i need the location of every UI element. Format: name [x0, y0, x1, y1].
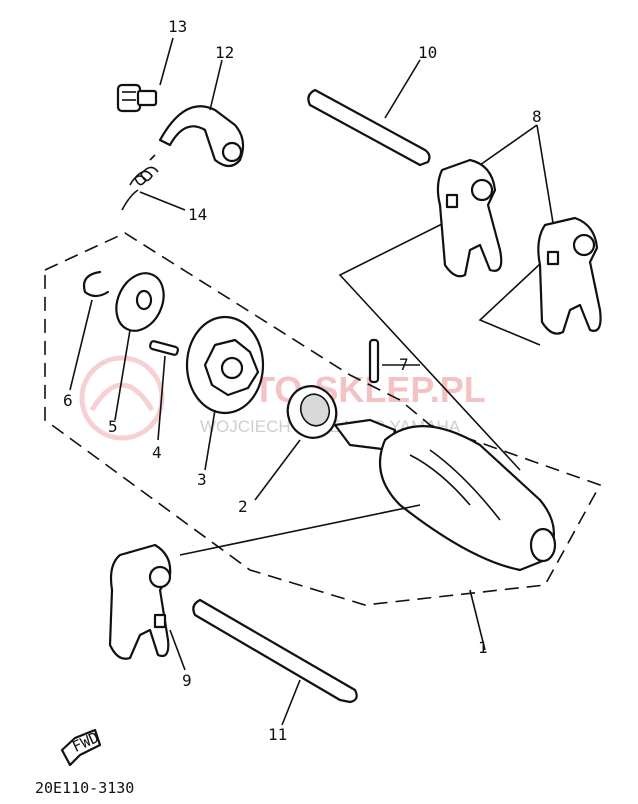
callout-10: 10: [418, 43, 437, 62]
callout-12: 12: [215, 43, 234, 62]
part-13-bolt: [116, 37, 174, 113]
part-7-pin: [368, 338, 420, 384]
callout-13: 13: [168, 17, 187, 36]
callout-14: 14: [188, 205, 207, 224]
callout-4: 4: [152, 443, 162, 462]
callout-9: 9: [182, 671, 192, 690]
fwd-arrow-icon: FWD: [60, 728, 102, 767]
diagram-code: 20E110-3130: [35, 779, 134, 797]
assembly-boundary: [44, 232, 602, 606]
callout-5: 5: [108, 417, 118, 436]
callout-2: 2: [238, 497, 248, 516]
part-3-segment: [185, 315, 265, 471]
part-8-shift-fork-b: [537, 216, 602, 335]
part-10-shaft: [307, 59, 431, 167]
callout-1: 1: [478, 638, 488, 657]
leader-8: [338, 124, 556, 471]
part-11-shaft: [192, 598, 358, 726]
callout-3: 3: [197, 470, 207, 489]
callout-11: 11: [268, 725, 287, 744]
part-1-shift-cam: [333, 418, 557, 651]
part-5-washer: [114, 272, 165, 421]
part-6-circlip: [69, 270, 110, 391]
part-8-shift-fork-a: [436, 158, 503, 278]
leader-cam-to-fork-9: [179, 504, 421, 556]
callout-8: 8: [532, 107, 542, 126]
part-9-shift-fork: [108, 543, 186, 671]
callout-7: 7: [399, 355, 409, 374]
part-4-pin: [149, 340, 179, 441]
part-12-stopper-lever: [158, 59, 245, 168]
part-14-spring: [121, 154, 186, 211]
callout-6: 6: [63, 391, 73, 410]
part-2-bearing: [254, 385, 338, 501]
